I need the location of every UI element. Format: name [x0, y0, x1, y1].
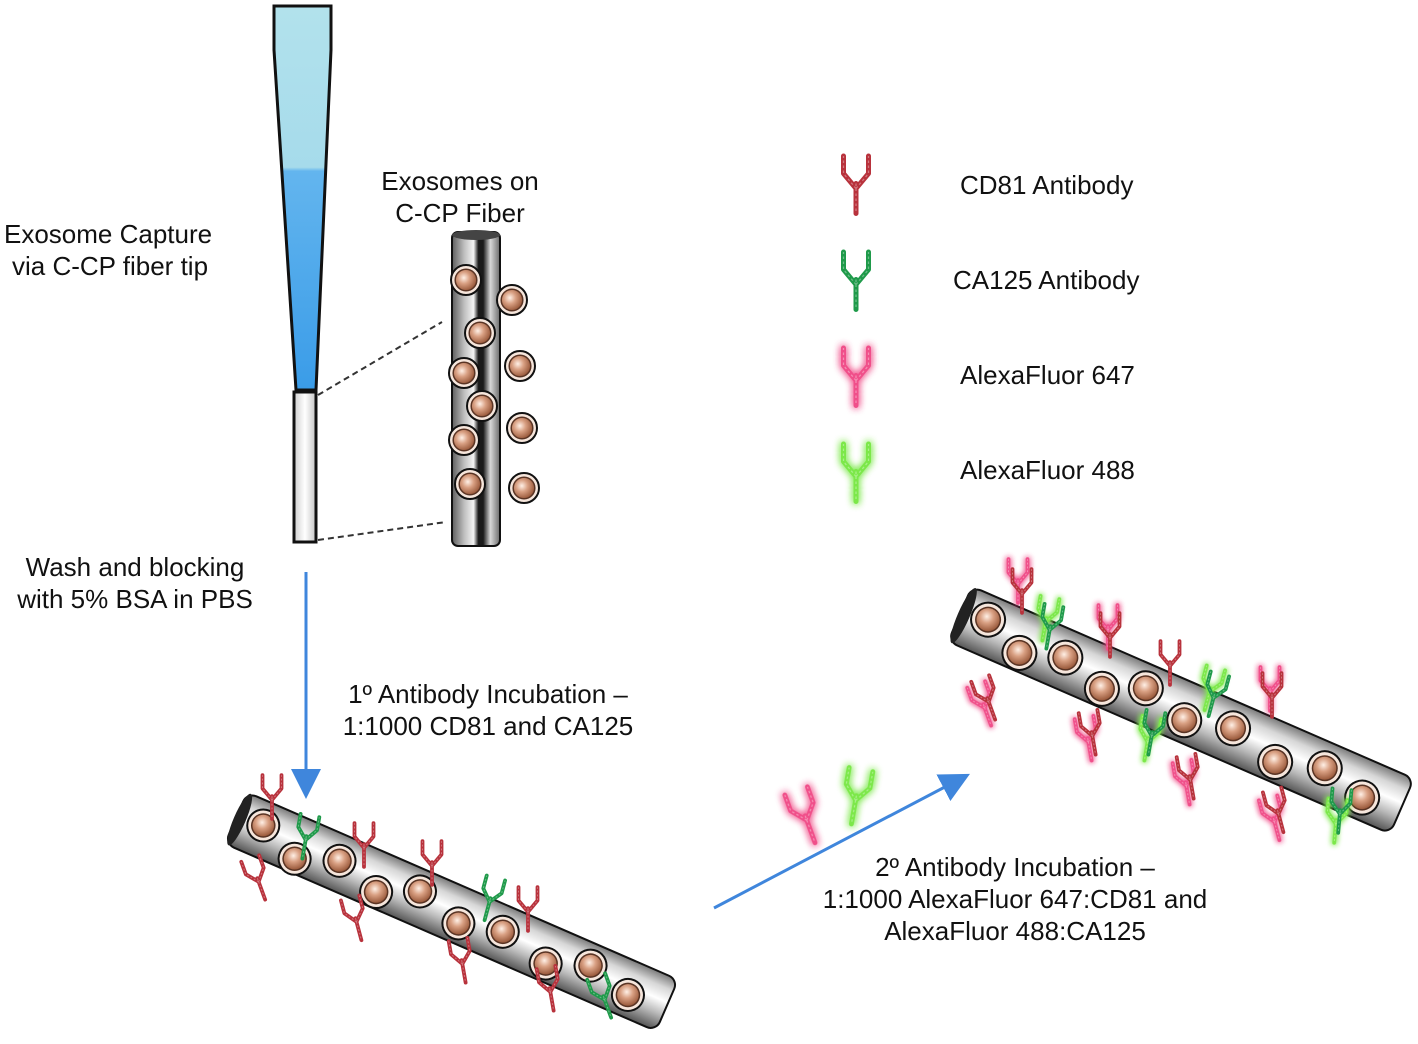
secondary-label-line1: 2º Antibody Incubation –: [875, 852, 1155, 882]
antibody-icon: [1158, 639, 1182, 687]
exosome: [970, 601, 1007, 638]
exosome: [504, 350, 536, 382]
antibody-icon: [843, 765, 876, 827]
antibody-icon: [965, 679, 994, 728]
vertical-fiber-exosomes: [448, 264, 540, 504]
antibody-icon: [969, 673, 998, 722]
exosome: [450, 264, 482, 296]
primary-label-line2: 1:1000 CD81 and CA125: [342, 711, 634, 741]
exosome: [1344, 779, 1381, 816]
antibody-icon: [1010, 567, 1034, 615]
exosome: [1257, 743, 1294, 780]
legend-label-ca125: CA125 Antibody: [953, 265, 1140, 295]
exosome: [573, 948, 608, 983]
legend-label-af488: AlexaFluor 488: [960, 455, 1135, 485]
fiber-title-line1: Exosomes on: [381, 166, 539, 196]
primary-incubation-label: 1º Antibody Incubation – 1:1000 CD81 and…: [318, 678, 658, 742]
antibody-icon: [239, 853, 268, 902]
antibody-icon: [352, 821, 376, 869]
exosome: [359, 875, 394, 910]
exosome: [1001, 634, 1038, 671]
antibody-icon: [1260, 671, 1284, 719]
exosome: [1306, 750, 1343, 787]
exosome: [1047, 639, 1084, 676]
secondary-label-line3: AlexaFluor 488:CA125: [884, 916, 1146, 946]
exosome: [610, 977, 645, 1012]
antibody-icon: [841, 153, 871, 216]
antibody-icon: [1076, 707, 1102, 757]
capture-label-line2: via C-CP fiber tip: [12, 251, 209, 281]
antibody-icon: [1142, 707, 1168, 757]
vertical-fiber: [451, 230, 501, 547]
exosome: [466, 390, 498, 422]
antibody-icon: [296, 811, 322, 861]
secondary-label-line2: 1:1000 AlexaFluor 647:CD81 and: [822, 884, 1208, 914]
exosome: [1215, 710, 1252, 747]
antibody-icon: [1098, 611, 1122, 659]
exosome: [508, 472, 540, 504]
fiber-secondary: [950, 587, 1412, 832]
legend-icons: [841, 153, 871, 504]
exosome: [448, 357, 480, 389]
primary-label-line1: 1º Antibody Incubation –: [348, 679, 628, 709]
antibody-icon: [1040, 601, 1066, 651]
exosome: [402, 874, 437, 909]
antibody-icon: [1329, 786, 1354, 835]
capture-label-line1: Exosome Capture: [4, 219, 213, 249]
exosome: [1127, 670, 1164, 707]
antibody-icon: [420, 839, 444, 887]
exosome: [496, 284, 528, 316]
exosome: [506, 412, 538, 444]
antibody-icon: [534, 963, 560, 1013]
fiber-title-line2: C-CP Fiber: [395, 198, 525, 228]
legend-label-af647: AlexaFluor 647: [960, 360, 1135, 390]
antibody-icon: [1138, 713, 1164, 763]
process-arrows: [291, 572, 970, 910]
fiber-primary: [226, 793, 677, 1029]
primary-antibodies: [239, 773, 614, 1020]
antibody-icon: [1261, 785, 1287, 835]
antibody-icon: [841, 345, 871, 408]
antibody-icon: [1205, 669, 1231, 719]
antibody-icon: [339, 893, 365, 943]
antibody-icon: [1258, 665, 1282, 713]
zoom-lines: [317, 321, 447, 541]
antibody-icon: [1174, 751, 1200, 801]
pipette-tip: [272, 4, 333, 544]
antibody-icon: [841, 441, 871, 504]
antibody-icon: [841, 249, 871, 312]
wash-label-line2: with 5% BSA in PBS: [17, 584, 253, 614]
wash-label-line1: Wash and blocking: [25, 552, 245, 582]
exosome: [322, 843, 357, 878]
exosome: [454, 468, 486, 500]
antibody-icon: [516, 885, 540, 933]
exosome: [448, 424, 480, 456]
arrow-diagonal: [713, 773, 970, 910]
antibody-icon: [585, 971, 614, 1020]
antibody-icon: [260, 773, 284, 821]
secondary-incubation-label: 2º Antibody Incubation – 1:1000 AlexaFlu…: [790, 851, 1240, 947]
wash-label: Wash and blocking with 5% BSA in PBS: [0, 551, 270, 615]
exosome: [485, 914, 520, 949]
antibody-icon: [481, 873, 507, 923]
exosome: [1083, 670, 1120, 707]
antibody-icon: [446, 935, 472, 985]
free-secondary-antibodies: [782, 765, 876, 846]
capture-label: Exosome Capture via C-CP fiber tip: [4, 218, 212, 282]
exosome: [464, 317, 496, 349]
antibody-icon: [782, 784, 818, 846]
fiber-title: Exosomes on C-CP Fiber: [370, 165, 550, 229]
exosome: [441, 906, 476, 941]
secondary-antibodies: [965, 557, 1354, 845]
legend-label-cd81: CD81 Antibody: [960, 170, 1134, 200]
exosome: [1166, 702, 1203, 739]
